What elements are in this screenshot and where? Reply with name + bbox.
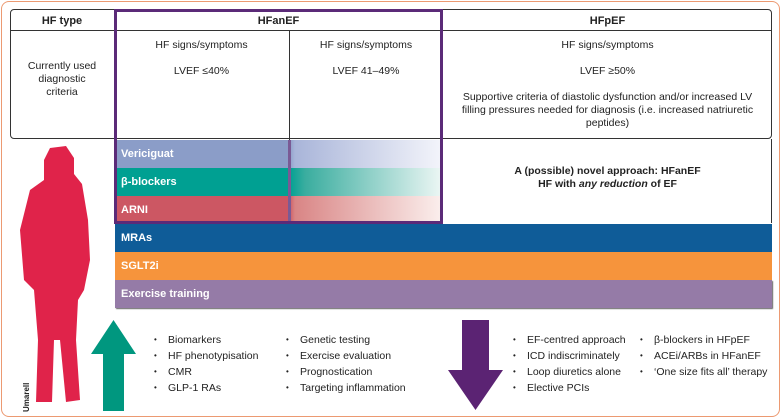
signs-text: HF signs/symptoms [319, 39, 413, 51]
therapy-arni: ARNI [115, 196, 443, 224]
list-item: ‘One size fits all’ therapy [640, 364, 767, 380]
novel-text: HF with [538, 178, 579, 190]
up-list-1: Biomarkers HF phenotypisation CMR GLP-1 … [154, 332, 259, 396]
signs-text: HF signs/symptoms [155, 39, 248, 51]
list-item: Prognostication [286, 364, 406, 380]
novel-text: of EF [647, 178, 677, 190]
list-item: GLP-1 RAs [154, 380, 258, 396]
list-item: β-blockers in HFpEF [640, 332, 767, 348]
list-item: CMR [154, 364, 258, 380]
list-item: HF phenotypisation [154, 348, 259, 364]
list-item: Elective PCIs [513, 380, 626, 396]
down-list-2: β-blockers in HFpEF ACEi/ARBs in HFanEF … [640, 332, 767, 380]
therapy-mras: MRAs [115, 224, 772, 252]
lvef-50-cell: HF signs/symptoms LVEF ≥50% Supportive c… [450, 39, 765, 130]
up-list-2: Genetic testing Exercise evaluation Prog… [286, 332, 406, 396]
figure-label: Umarell [22, 382, 31, 412]
signs-text: HF signs/symptoms [561, 39, 654, 51]
list-item: Biomarkers [154, 332, 258, 348]
therapy-beta-blockers: β-blockers [115, 168, 443, 196]
lvef-text: LVEF 41–49% [332, 65, 400, 77]
header-hfanef: HFanEF [257, 15, 300, 27]
novel-emphasis: any reduction [578, 178, 648, 190]
list-item: Genetic testing [286, 332, 406, 348]
divider [289, 30, 290, 140]
list-item: ICD indiscriminately [513, 348, 626, 364]
lvef-text: LVEF ≤40% [173, 65, 230, 77]
umarell-figure-icon [20, 146, 90, 402]
list-item: Loop diuretics alone [513, 364, 626, 380]
divider [10, 30, 772, 31]
therapy-exercise-training: Exercise training [115, 280, 772, 308]
novel-line-1: A (possible) novel approach: HFanEF [514, 165, 701, 177]
lvef-text: LVEF ≥50% [579, 65, 636, 77]
lvef-40-cell: HF signs/symptoms LVEF ≤40% [114, 39, 289, 78]
novel-line-2: HF with any reduction of EF [443, 178, 772, 191]
criteria-label: Currently used diagnostic criteria [27, 60, 97, 98]
list-item: Targeting inflammation [286, 380, 406, 396]
lvef-41-49-cell: HF signs/symptoms LVEF 41–49% [289, 39, 443, 78]
list-item: EF-centred approach [513, 332, 626, 348]
header-hf-type: HF type [41, 15, 83, 27]
supportive-text: Supportive criteria of diastolic dysfunc… [461, 91, 754, 129]
arrow-up-icon [91, 320, 136, 411]
divider [288, 140, 291, 224]
list-item: Exercise evaluation [286, 348, 406, 364]
arrow-down-icon [448, 320, 503, 410]
therapy-vericiguat: Vericiguat [115, 140, 443, 168]
therapy-sglt2i: SGLT2i [115, 252, 772, 280]
novel-approach: A (possible) novel approach: HFanEF HF w… [443, 165, 772, 191]
divider [771, 139, 772, 223]
down-list-1: EF-centred approach ICD indiscriminately… [513, 332, 626, 396]
header-hfpef: HFpEF [589, 15, 626, 27]
list-item: ACEi/ARBs in HFanEF [640, 348, 767, 364]
